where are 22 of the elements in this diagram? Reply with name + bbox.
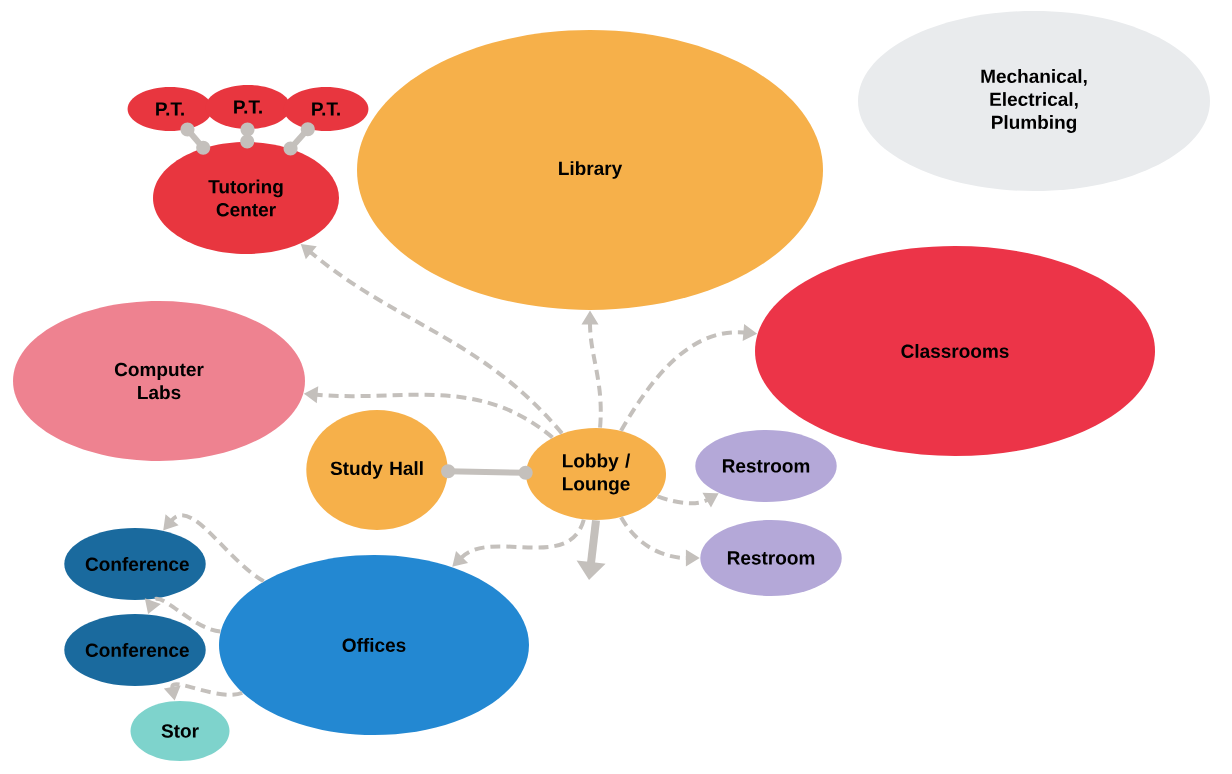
arrow <box>163 513 265 583</box>
bubble: Computer Labs <box>13 301 305 461</box>
bubble: Lobby / Lounge <box>526 428 666 520</box>
bubble: Restroom <box>695 430 837 502</box>
connector <box>283 122 315 156</box>
bubble: Tutoring Center <box>153 142 339 254</box>
bubble: P.T. <box>127 87 213 131</box>
connector <box>240 122 255 149</box>
bubble: Library <box>357 30 823 310</box>
bubble: Stor <box>130 701 230 761</box>
connector <box>441 464 533 480</box>
bubble: Conference <box>64 528 206 600</box>
bubble: P.T. <box>205 85 291 129</box>
bubble: Offices <box>219 555 529 735</box>
bubble: Conference <box>64 614 206 686</box>
connector <box>180 122 211 155</box>
bubble: Restroom <box>700 520 842 596</box>
bubble: P.T. <box>283 87 369 131</box>
bubble: Study Hall <box>306 410 448 530</box>
arrow <box>452 518 586 567</box>
bubble: Classrooms <box>755 246 1155 456</box>
bubble: Mechanical, Electrical, Plumbing <box>858 11 1210 191</box>
